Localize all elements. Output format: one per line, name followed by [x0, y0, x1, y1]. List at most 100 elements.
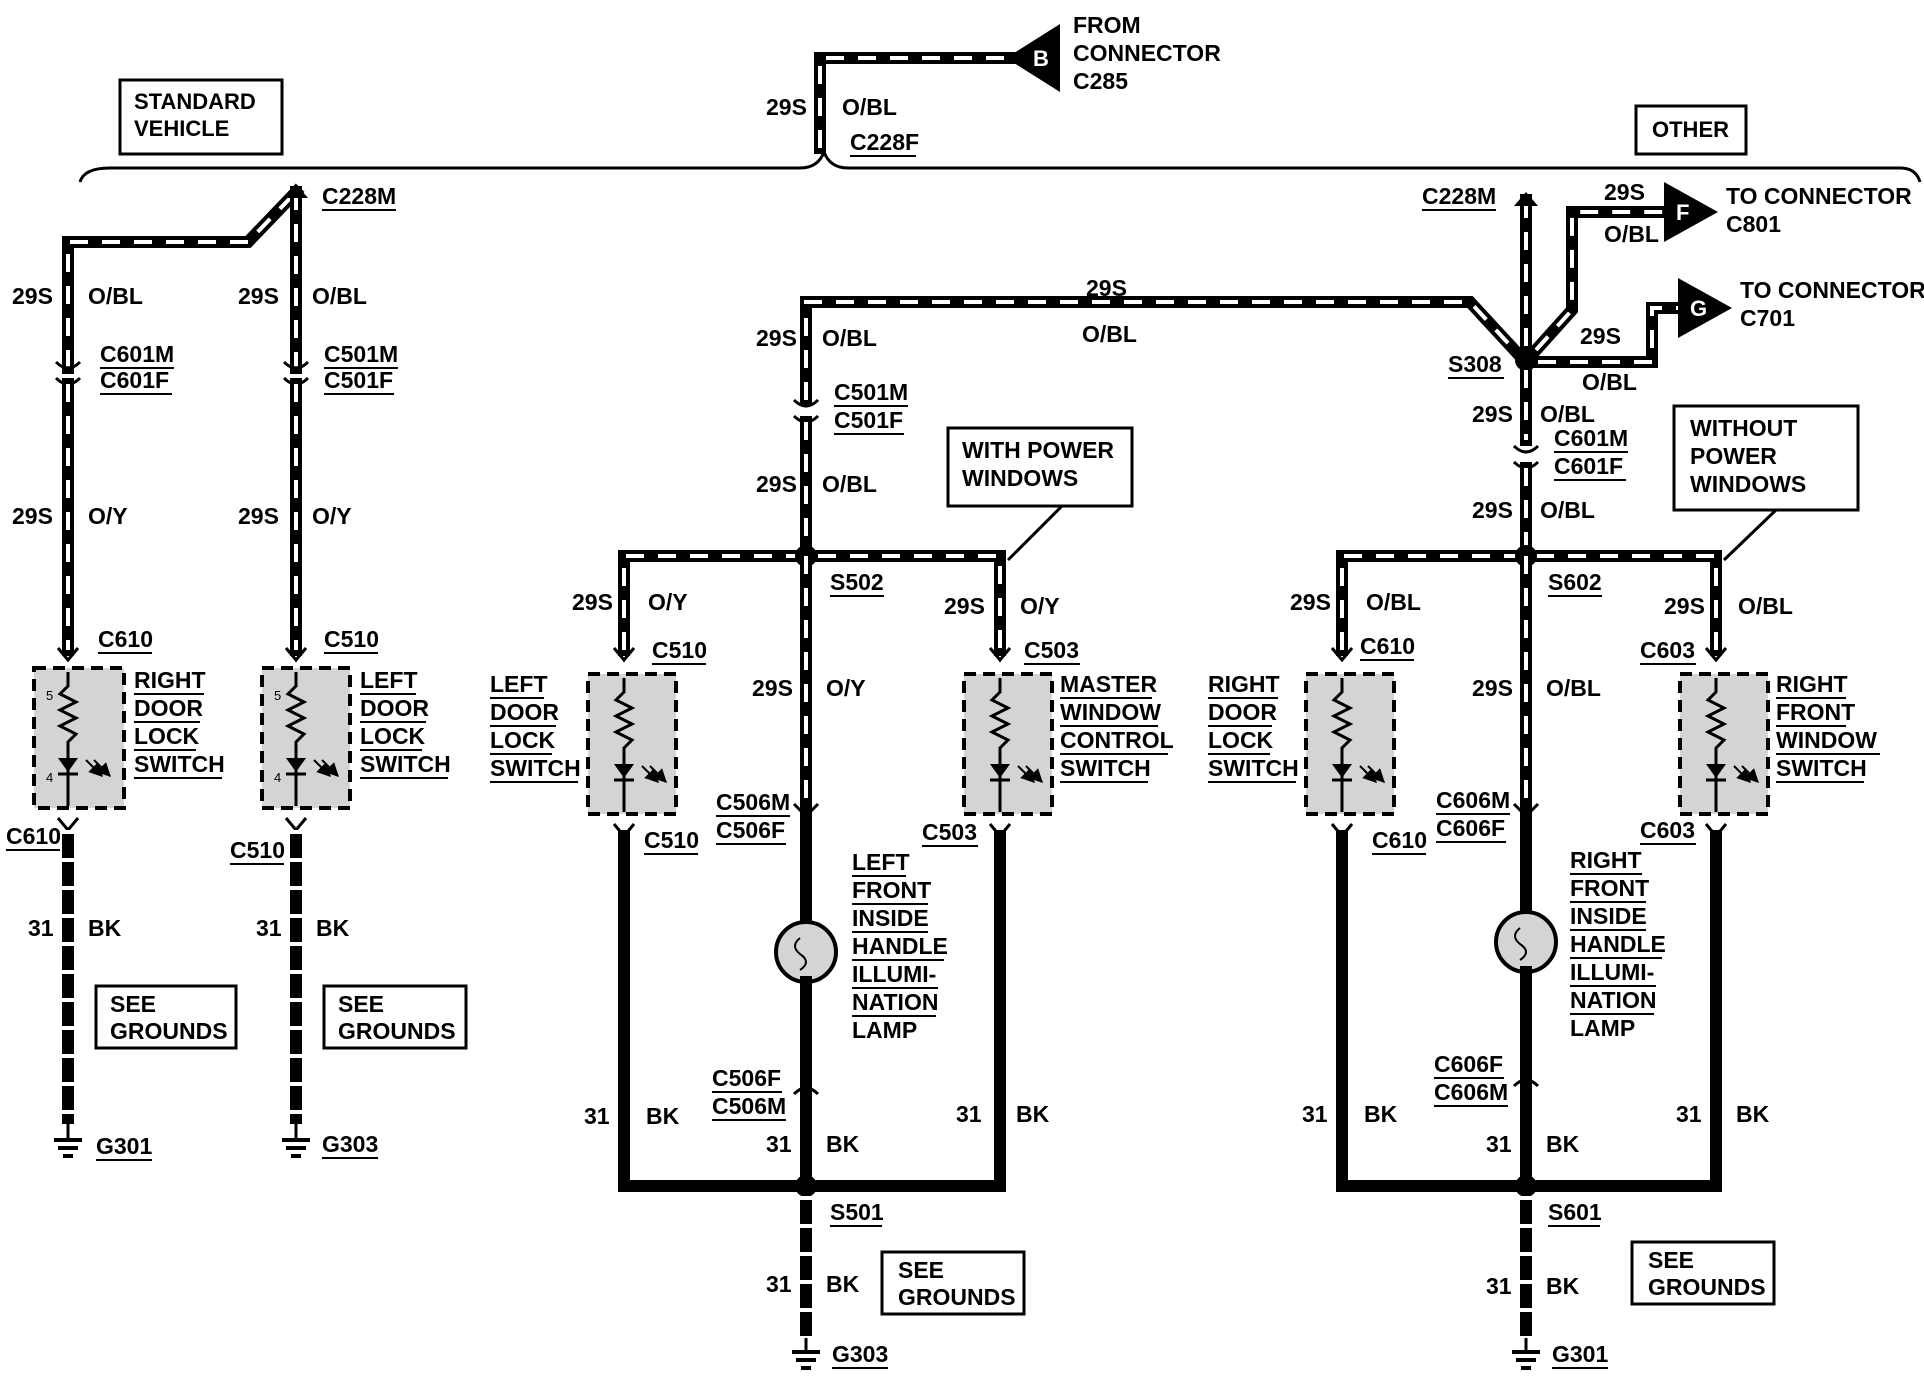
- label-circuits-c31: 31: [956, 1101, 982, 1127]
- label-components-right_front_lamp-6: LAMP: [1570, 1015, 1635, 1041]
- label-components-right_front_window_switch-2: WINDOW: [1776, 727, 1877, 753]
- label-connectors-c610: C610: [1360, 633, 1415, 659]
- label-components-right_door_lock_switch-0: RIGHT: [134, 667, 206, 693]
- label-connectors-c601f: C601F: [1554, 453, 1623, 479]
- label-components-right_door_lock_switch-1: DOOR: [1208, 699, 1277, 725]
- ground-g301: G301: [96, 1133, 152, 1159]
- label-circuits-c31: 31: [1676, 1101, 1702, 1127]
- circuit-31: 31: [28, 915, 54, 941]
- from-connector-line3: C285: [1073, 68, 1128, 94]
- color-bk: BK: [88, 915, 122, 941]
- label-labels-with_power_windows-1: WINDOWS: [962, 465, 1078, 491]
- connector-g-flag: [1678, 278, 1732, 338]
- label-circuits-obl: O/BL: [1604, 221, 1659, 247]
- label-connectors-c506m: C506M: [712, 1093, 786, 1119]
- label-components-master_window_control_switch-3: SWITCH: [1060, 755, 1151, 781]
- label-circuits-bk: BK: [646, 1103, 680, 1129]
- feed-from-c285: B FROM CONNECTOR C285 29S O/BL C228F: [766, 12, 1221, 157]
- label-labels-see_grounds-1: GROUNDS: [338, 1018, 456, 1044]
- switch-body: [1678, 672, 1770, 816]
- other-text: OTHER: [1652, 117, 1729, 142]
- without-power-windows-box: [1672, 404, 1860, 512]
- label-connectors-c510: C510: [230, 837, 285, 863]
- switch-body: [260, 666, 352, 810]
- label-circuits-c29s: 29S: [1580, 323, 1621, 349]
- label-circuits-c29s: 29S: [238, 503, 279, 529]
- pin-5: 5: [46, 688, 53, 703]
- connector-c606f: C606F: [1436, 815, 1505, 841]
- label-circuits-bk: BK: [316, 915, 350, 941]
- splice-s501: [795, 1175, 817, 1197]
- connector-b-flag: [1006, 24, 1060, 92]
- s308-trunk: C228M 29S O/BL F 29S O/BL TO CONNECTOR C…: [800, 179, 1924, 406]
- label-connectors-c601m: C601M: [1554, 425, 1628, 451]
- left-door-lock-branch-standard: 29S O/BL C501M C501F 29S O/Y C510 5 4 LE…: [230, 283, 468, 1159]
- left-door-lock-switch-label: LEFT DOOR LOCK SWITCH: [360, 667, 451, 779]
- label-components-left_front_lamp-5: NATION: [852, 989, 938, 1015]
- connector-c506m: C506M: [716, 789, 790, 815]
- switch-body: [1304, 672, 1396, 816]
- label-components-left_door_lock_switch-3: SWITCH: [490, 755, 581, 781]
- label-circuits-c31: 31: [766, 1131, 792, 1157]
- label-components-left_front_lamp-4: ILLUMI-: [852, 961, 936, 987]
- label-circuits-c31: 31: [1302, 1101, 1328, 1127]
- center-left-circuit: 29S O/BL C501M C501F 29S O/BL S502 WITH …: [490, 325, 1174, 1370]
- circuit-label: 29S: [12, 503, 53, 529]
- label-labels-see_grounds-0: SEE: [110, 991, 156, 1017]
- label-circuits-bk: BK: [826, 1271, 860, 1297]
- label-circuits-bk: BK: [1016, 1101, 1050, 1127]
- label-circuits-c31: 31: [584, 1103, 610, 1129]
- label-circuits-obl: O/BL: [1540, 401, 1595, 427]
- label-circuits-bk: BK: [1364, 1101, 1398, 1127]
- ground-symbol: [282, 1124, 310, 1158]
- splice-s502-label: S502: [830, 569, 884, 595]
- label-components-left_door_lock_switch-3: SWITCH: [360, 751, 451, 777]
- with-power-windows-box: [946, 426, 1134, 508]
- label-circuits-c29s: 29S: [1086, 275, 1127, 301]
- see-grounds-box: [880, 1250, 1026, 1316]
- ground-g303: G303: [322, 1131, 378, 1157]
- to-connector-g-line1: TO CONNECTOR: [1740, 277, 1924, 303]
- master-window-control-switch-label: MASTER WINDOW CONTROL SWITCH: [1060, 671, 1174, 783]
- label-circuits-oy: O/Y: [826, 675, 866, 701]
- label-components-right_door_lock_switch-3: SWITCH: [1208, 755, 1299, 781]
- see-grounds-box: [94, 984, 238, 1050]
- label-circuits-obl: O/BL: [1366, 589, 1421, 615]
- label-circuits-obl: O/BL: [822, 471, 877, 497]
- left-feed: C228M: [62, 183, 396, 374]
- label-components-left_door_lock_switch-1: DOOR: [490, 699, 559, 725]
- right-door-lock-switch-label-other: RIGHT DOOR LOCK SWITCH: [1208, 671, 1299, 783]
- splice-s501-label: S501: [830, 1199, 884, 1225]
- label-circuits-oy: O/Y: [648, 589, 688, 615]
- label-components-master_window_control_switch-2: CONTROL: [1060, 727, 1174, 753]
- see-grounds-box: [322, 984, 468, 1050]
- label-components-right_front_lamp-3: HANDLE: [1570, 931, 1666, 957]
- label-circuits-oy: O/Y: [312, 503, 352, 529]
- label-labels-see_grounds-0: SEE: [1648, 1247, 1694, 1273]
- left-front-lamp-label: LEFT FRONT INSIDE HANDLE ILLUMI- NATION …: [852, 849, 948, 1043]
- pin-4: 4: [46, 770, 53, 785]
- label-labels-see_grounds-1: GROUNDS: [110, 1018, 228, 1044]
- ground-symbol: [1512, 1338, 1540, 1370]
- label-connectors-c503: C503: [1024, 637, 1079, 663]
- other-label: OTHER: [1634, 104, 1748, 156]
- label-circuits-c31: 31: [1486, 1131, 1512, 1157]
- wire-color-obl: O/BL: [842, 94, 897, 120]
- right-door-lock-switch-label: RIGHT DOOR LOCK SWITCH: [134, 667, 225, 779]
- to-connector-f-line1: TO CONNECTOR: [1726, 183, 1912, 209]
- connector-c501m: C501M: [324, 341, 398, 367]
- label-components-left_front_lamp-2: INSIDE: [852, 905, 929, 931]
- connector-b-letter: B: [1033, 46, 1049, 71]
- connector-c610: C610: [98, 626, 153, 652]
- label-labels-see_grounds-1: GROUNDS: [1648, 1274, 1766, 1300]
- standard-vehicle-line2: VEHICLE: [134, 116, 229, 141]
- label-connectors-c606m: C606M: [1434, 1079, 1508, 1105]
- connector-c228m-right: C228M: [1422, 183, 1496, 209]
- switch-body: [32, 666, 126, 810]
- label-components-right_door_lock_switch-2: LOCK: [1208, 727, 1274, 753]
- label-connectors-c503: C503: [922, 819, 977, 845]
- from-connector-line1: FROM: [1073, 12, 1141, 38]
- label-components-left_door_lock_switch-0: LEFT: [360, 667, 418, 693]
- right-door-lock-branch-standard: 29S O/BL C601M C601F 29S O/Y C610 5 4 RI…: [6, 283, 238, 1161]
